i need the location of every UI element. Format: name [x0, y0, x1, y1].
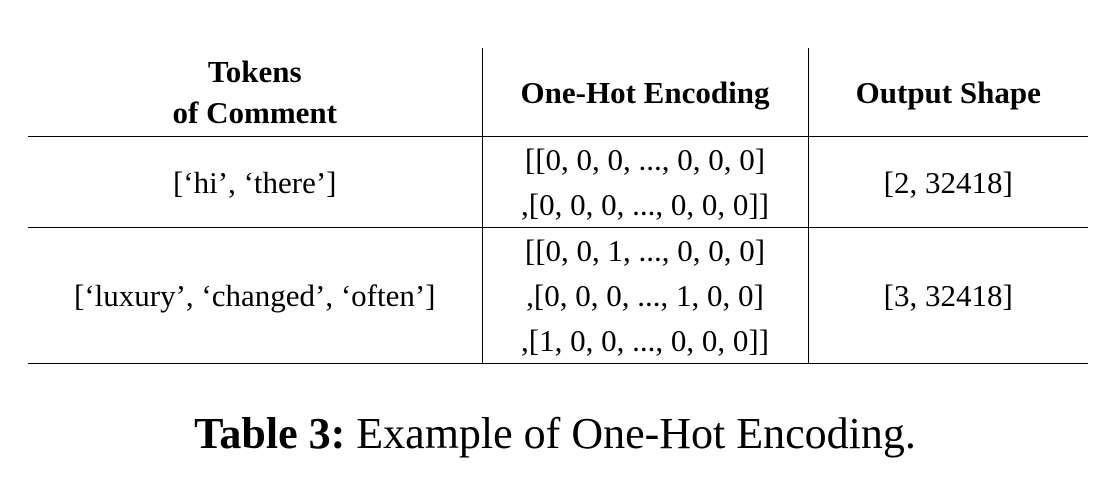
encoding-line: [[0, 0, 0, ..., 0, 0, 0] — [524, 142, 766, 177]
caption-label: Table 3: — [194, 409, 346, 458]
tokens-cell: [‘hi’, ‘there’] — [28, 136, 482, 228]
header-tokens: Tokens of Comment — [28, 48, 482, 137]
header-encoding: One-Hot Encoding — [481, 48, 809, 137]
table-row: [‘hi’, ‘there’] [[0, 0, 0, ..., 0, 0, 0]… — [28, 136, 1088, 228]
tokens-cell: [‘luxury’, ‘changed’, ‘often’] — [28, 227, 482, 364]
caption-text: Example of One-Hot Encoding. — [345, 409, 916, 458]
encoding-cell: [[0, 0, 0, ..., 0, 0, 0] ,[0, 0, 0, ...,… — [481, 136, 809, 228]
encoding-line: ,[0, 0, 0, ..., 0, 0, 0]] — [521, 187, 769, 222]
encoding-line: [[0, 0, 1, ..., 0, 0, 0] — [524, 233, 766, 268]
encoding-line: ,[0, 0, 0, ..., 1, 0, 0] — [526, 278, 764, 313]
header-tokens-line2: of Comment — [172, 95, 337, 130]
header-row: Tokens of Comment One-Hot Encoding Outpu… — [28, 48, 1088, 137]
encoding-line: ,[1, 0, 0, ..., 0, 0, 0]] — [521, 323, 769, 358]
header-shape: Output Shape — [808, 48, 1088, 137]
shape-cell: [2, 32418] — [808, 136, 1088, 228]
table-row: [‘luxury’, ‘changed’, ‘often’] [[0, 0, 1… — [28, 227, 1088, 364]
shape-cell: [3, 32418] — [808, 227, 1088, 364]
header-tokens-line1: Tokens — [207, 54, 302, 89]
one-hot-table-container: Tokens of Comment One-Hot Encoding Outpu… — [28, 48, 1088, 364]
one-hot-table: Tokens of Comment One-Hot Encoding Outpu… — [28, 48, 1088, 364]
encoding-cell: [[0, 0, 1, ..., 0, 0, 0] ,[0, 0, 0, ...,… — [481, 227, 809, 364]
table-caption: Table 3: Example of One-Hot Encoding. — [0, 406, 1110, 462]
